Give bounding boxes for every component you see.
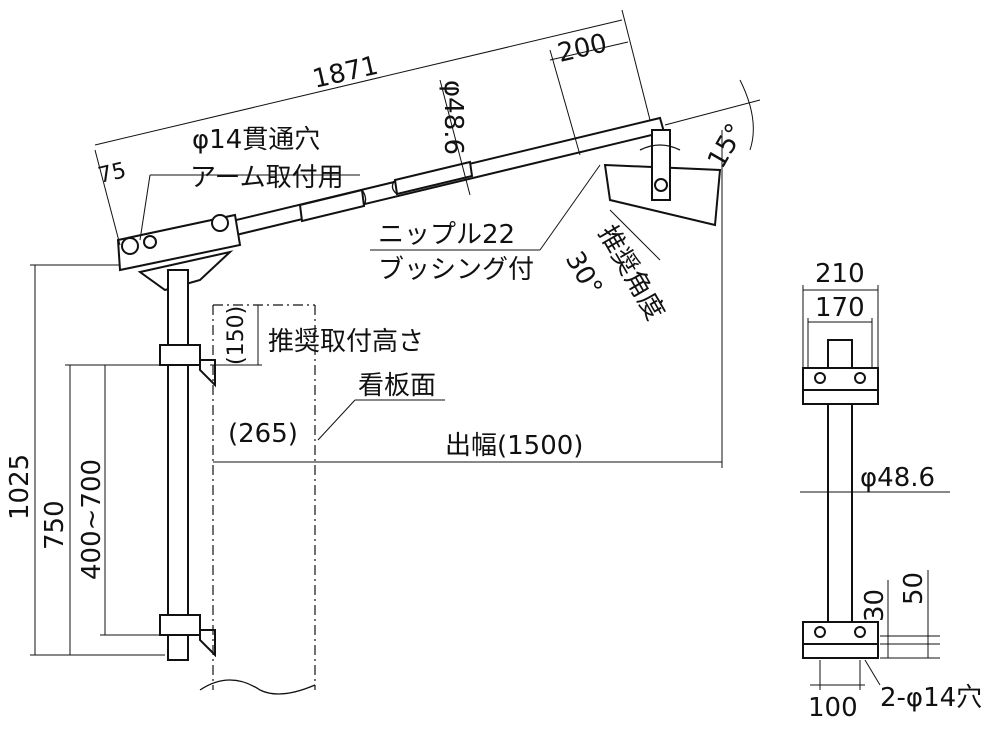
dim-100-label: 100 xyxy=(808,693,858,723)
holes-label: 2-φ14穴 xyxy=(880,683,982,713)
sign-face-label: 看板面 xyxy=(358,371,436,401)
pole xyxy=(159,269,316,695)
recommended-height-value: (150) xyxy=(224,306,249,365)
arm-diameter-label: φ48.6 xyxy=(438,80,468,155)
total-height-label: 1025 xyxy=(5,454,35,520)
arm-pipe xyxy=(118,116,666,264)
front-view xyxy=(800,285,950,690)
front-diameter-label: φ48.6 xyxy=(860,463,935,493)
arm-length-label: 1871 xyxy=(310,51,381,95)
nipple-label: ニップル22 xyxy=(378,220,515,250)
recommended-angle-value: 30° xyxy=(559,247,608,302)
height-750-label: 750 xyxy=(40,500,70,550)
front-width-inner-label: 170 xyxy=(815,293,865,323)
clamp-range-label: 400~700 xyxy=(77,459,107,580)
dim-50-label: 50 xyxy=(899,572,929,605)
offset-label: (265) xyxy=(228,419,298,449)
light-fixture xyxy=(603,129,722,227)
dim-30-label: 30 xyxy=(860,589,890,622)
front-width-outer-label: 210 xyxy=(815,259,865,289)
hole-offset-label: 75 xyxy=(96,158,129,189)
recommended-height-label: 推奨取付高さ xyxy=(268,327,424,357)
hole-label: φ14貫通穴 xyxy=(192,125,320,155)
arm-angle-label: 15° xyxy=(702,119,751,174)
recommended-angle-label: 推奨角度 xyxy=(592,221,670,326)
projection-label: 出幅(1500) xyxy=(445,431,583,461)
bushing-label: ブッシング付 xyxy=(378,255,534,285)
dimension-lines xyxy=(30,9,761,656)
hole-usage-label: アーム取付用 xyxy=(190,163,344,193)
